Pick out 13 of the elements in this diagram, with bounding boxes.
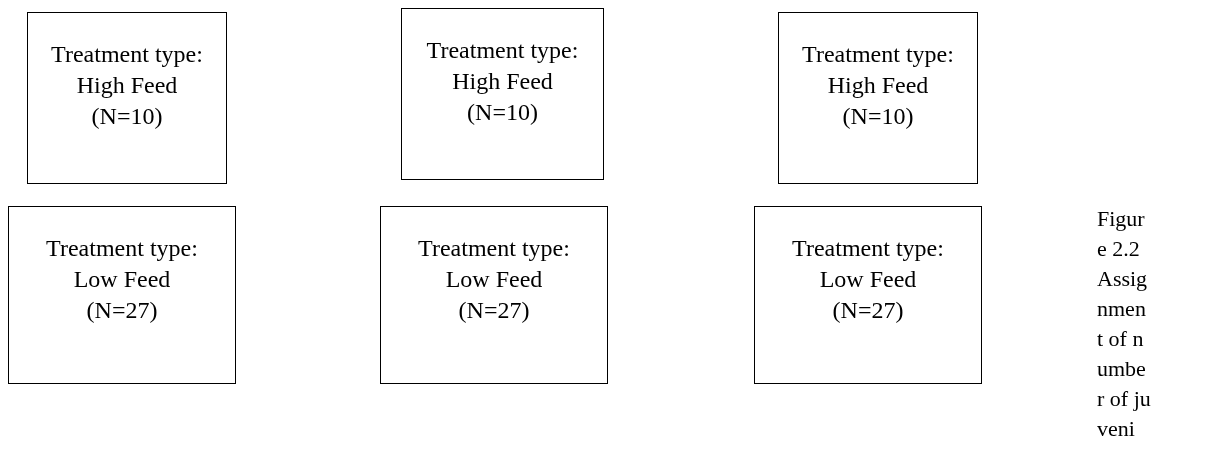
treatment-box [754,206,982,384]
treatment-box [401,8,604,180]
figure-caption: Figure 2.2 Assignment of number of juveni [1097,205,1151,443]
treatment-label: Treatment type: Low Feed (N=27) [417,234,571,325]
treatment-label: Treatment type: Low Feed (N=27) [45,234,199,325]
treatment-box [27,12,227,184]
treatment-box [380,206,608,384]
treatment-box [778,12,978,184]
treatment-label: Treatment type: Low Feed (N=27) [791,234,945,325]
treatment-label: Treatment type: High Feed (N=10) [801,40,955,131]
treatment-label: Treatment type: High Feed (N=10) [50,40,204,131]
treatment-box [8,206,236,384]
treatment-label: Treatment type: High Feed (N=10) [425,36,580,127]
